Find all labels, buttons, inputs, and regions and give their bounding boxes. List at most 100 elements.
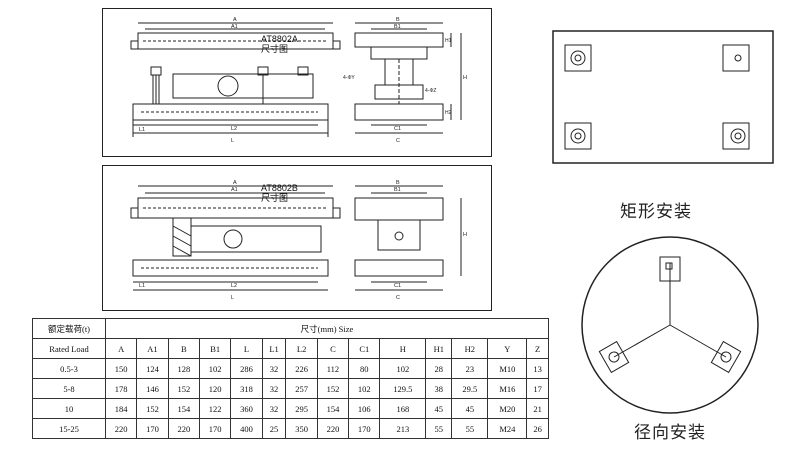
table-cell: 80 [348, 358, 381, 379]
table-cell: M16 [487, 378, 528, 399]
column-header: A [104, 338, 138, 359]
diagram-b-drawing: A A1 L L2 L1 B B1 C C1 H [130, 180, 467, 301]
table-cell: 32 [261, 378, 287, 399]
b-dim-a-label: A [233, 180, 237, 186]
table-cell: 55 [425, 418, 453, 439]
table-cell: 400 [230, 418, 263, 439]
column-header: L [230, 338, 263, 359]
b-side-c-label: C [396, 295, 400, 301]
b-dim-a1-label: A1 [231, 187, 238, 193]
column-header: H [379, 338, 427, 359]
diagram-b-subtitle: 尺寸图 [261, 194, 289, 204]
side-c-label: C [396, 138, 400, 144]
rect-mount-br [722, 122, 750, 150]
table-cell: 154 [167, 398, 200, 419]
table-cell: 213 [379, 418, 427, 439]
diagram-a-panel: A A1 L L1 L2 4-ΦY B B1 C C1 H H1 H2 4-ΦZ… [102, 8, 492, 157]
column-header: Y [487, 338, 528, 359]
diagram-b-panel: A A1 L L2 L1 B B1 C C1 H AT8802B 尺寸图 [102, 165, 492, 311]
column-header: A1 [136, 338, 169, 359]
table-cell: 13 [526, 358, 549, 379]
table-cell: 55 [451, 418, 489, 439]
column-header: C [316, 338, 350, 359]
table-cell: 152 [316, 378, 350, 399]
table-cell: 102 [198, 358, 232, 379]
table-cell: 128 [167, 358, 200, 379]
table-cell: 28 [425, 358, 453, 379]
radial-mount-left [598, 340, 630, 374]
side-h2-label: H2 [445, 110, 452, 116]
table-cell: 26 [526, 418, 549, 439]
dim-a1-label: A1 [231, 24, 238, 30]
table-cell: 120 [198, 378, 232, 399]
table-cell: 257 [285, 378, 318, 399]
table-cell: 102 [348, 378, 381, 399]
row-load: 0.5-3 [32, 358, 106, 379]
table-cell: 168 [379, 398, 427, 419]
diagram-a-title: AT8802A 尺寸图 [261, 34, 298, 56]
diagram-a-model: AT8802A [261, 34, 298, 44]
table-cell: 226 [285, 358, 318, 379]
column-header: Z [526, 338, 549, 359]
rect-install-diagram [552, 30, 774, 164]
b-dim-l1-label: L1 [139, 283, 145, 289]
column-header: H2 [451, 338, 489, 359]
table-cell: 286 [230, 358, 263, 379]
side-h1-label: H1 [445, 38, 452, 44]
b-side-h-label: H [463, 232, 467, 238]
side-z-label: 4-ΦZ [425, 88, 437, 94]
table-cell: 318 [230, 378, 263, 399]
table-cell: 146 [136, 378, 169, 399]
column-header: L1 [261, 338, 287, 359]
table-cell: M10 [487, 358, 528, 379]
column-header: C1 [348, 338, 381, 359]
table-cell: 23 [451, 358, 489, 379]
row-load: 5-8 [32, 378, 106, 399]
radial-install-label: 径向安装 [634, 423, 706, 443]
table-cell: 154 [316, 398, 350, 419]
header-rated-load-cn: 额定载荷(t) [32, 318, 106, 339]
table-cell: 178 [104, 378, 138, 399]
b-side-c1-label: C1 [394, 283, 401, 289]
table-cell: 45 [451, 398, 489, 419]
table-cell: 152 [136, 398, 169, 419]
table-cell: 17 [526, 378, 549, 399]
table-cell: 29.5 [451, 378, 489, 399]
column-header: L2 [285, 338, 318, 359]
dim-y-label: 4-ΦY [343, 75, 355, 81]
b-side-b-label: B [396, 180, 400, 186]
side-b-label: B [396, 17, 400, 23]
table-cell: 150 [104, 358, 138, 379]
rect-mount-bl [564, 122, 592, 150]
table-cell: 152 [167, 378, 200, 399]
radial-mount-right [710, 340, 742, 374]
table-cell: 360 [230, 398, 263, 419]
table-cell: 295 [285, 398, 318, 419]
rect-mount-tr [722, 44, 750, 72]
table-cell: 112 [316, 358, 350, 379]
table-cell: 184 [104, 398, 138, 419]
rect-install-label: 矩形安装 [620, 202, 692, 222]
side-c1-label: C1 [394, 126, 401, 132]
table-cell: M24 [487, 418, 528, 439]
diagram-a-drawing: A A1 L L1 L2 4-ΦY B B1 C C1 H H1 H2 4-ΦZ [130, 17, 467, 144]
column-header: H1 [425, 338, 453, 359]
row-load: 15-25 [32, 418, 106, 439]
table-cell: 220 [104, 418, 138, 439]
table-cell: 21 [526, 398, 549, 419]
radial-install-diagram [581, 236, 759, 414]
table-cell: 129.5 [379, 378, 427, 399]
b-dim-l2-label: L2 [231, 283, 237, 289]
table-cell: 25 [261, 418, 287, 439]
table-cell: 220 [316, 418, 350, 439]
header-rated-load-en: Rated Load [32, 338, 106, 359]
header-size: 尺寸(mm) Size [105, 318, 549, 339]
table-cell: 45 [425, 398, 453, 419]
dim-l2-label: L2 [231, 126, 237, 132]
